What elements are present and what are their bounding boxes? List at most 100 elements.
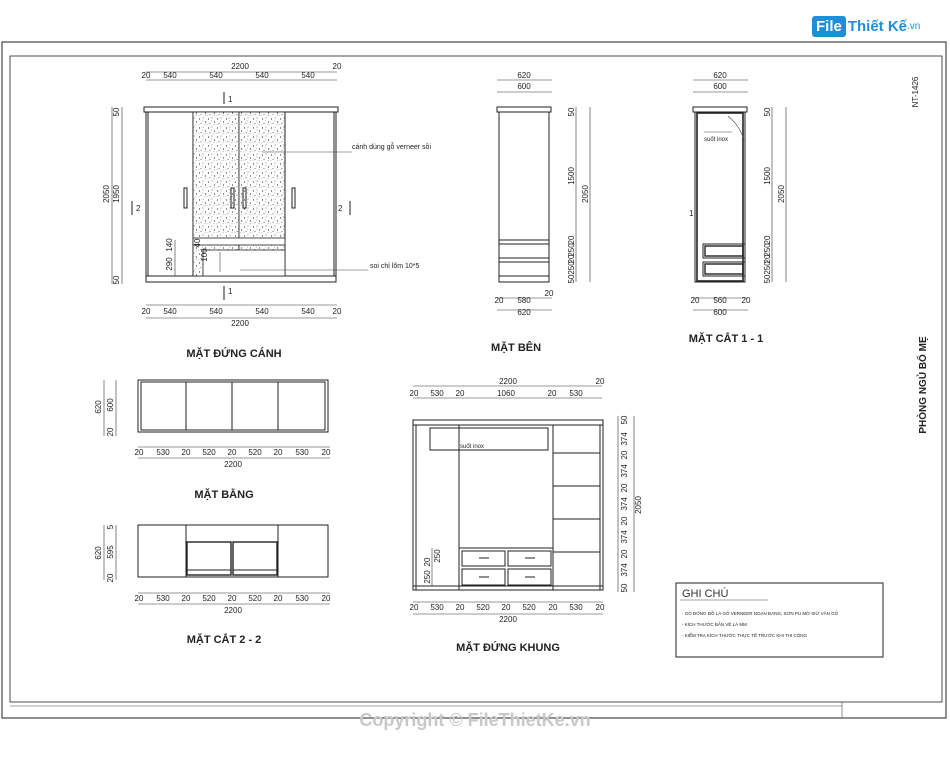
frame-right-dim: 20: [620, 516, 629, 525]
front-bottom-total: 2200: [231, 319, 249, 328]
front-bottom-seg: 20: [333, 307, 342, 316]
side-right-dim: 20: [567, 235, 576, 244]
frame-top-seg: 20: [548, 389, 557, 398]
notes-item: - GỖ ĐÓNG ĐỒ LÀ GỖ VERNEER NOẠN ĐANG, SƠ…: [682, 610, 839, 616]
front-view: 2200 20 540 540 540 540 20 1 1 2 2: [102, 62, 431, 360]
front-bottom-seg: 540: [301, 307, 315, 316]
plan-left-dim: 20: [106, 427, 115, 436]
front-bottom-seg: 540: [163, 307, 177, 316]
frame-title: MẶT ĐỨNG KHUNG: [456, 641, 560, 654]
front-section-mark-2: 2: [338, 204, 343, 213]
sheet-code: NT-1426: [911, 76, 920, 107]
side-right-dim: 50: [567, 274, 576, 283]
frame-right-dim: 374: [620, 497, 629, 511]
plan-bottom-seg: 20: [274, 448, 283, 457]
plan-bottom-seg: 520: [248, 448, 262, 457]
front-top-seg: 540: [163, 71, 177, 80]
s22-title: MẶT CẮT 2 - 2: [187, 633, 262, 646]
side-view: 620 600 50 1500 2050 20 250 20 250 50 20…: [491, 71, 591, 354]
side-right-dim: 1500: [567, 167, 576, 185]
notes-item: - KÍCH THƯỚC BẢN VẼ LÀ MM: [682, 621, 747, 627]
logo-box: File: [812, 15, 846, 37]
s11-bottom-dim: 600: [713, 308, 727, 317]
s22-bottom-total: 2200: [224, 606, 242, 615]
front-section-mark-2: 2: [136, 204, 141, 213]
s22-bottom-seg: 520: [248, 594, 262, 603]
frame-bottom-seg: 520: [522, 603, 536, 612]
plan-bottom-seg: 520: [202, 448, 216, 457]
side-bottom-dim: 580: [517, 296, 531, 305]
s11-right-dim: 250: [763, 261, 772, 275]
frame-right-dim: 374: [620, 432, 629, 446]
plan-bottom-seg: 20: [322, 448, 331, 457]
frame-left-dim: 250: [433, 549, 442, 563]
front-left-dim: 1950: [112, 185, 121, 203]
front-bottom-seg: 540: [209, 307, 223, 316]
site-logo: File Thiết Kế .vn: [812, 12, 920, 40]
frame-bottom-seg: 20: [456, 603, 465, 612]
notes-heading: GHI CHÚ: [682, 587, 729, 600]
frame-bottom-seg: 20: [410, 603, 419, 612]
frame-top-seg: 1060: [497, 389, 515, 398]
s22-bottom-seg: 20: [322, 594, 331, 603]
plan-title: MẶT BẰNG: [194, 488, 253, 501]
s11-right-dim: 50: [763, 274, 772, 283]
frame-right-dim: 50: [620, 415, 629, 424]
front-left-dim: 50: [112, 107, 121, 116]
front-bottom-seg: 540: [255, 307, 269, 316]
frame-bottom-seg: 20: [502, 603, 511, 612]
copyright-watermark: Copyright © FileThietKe.vn: [359, 710, 591, 730]
front-title: MẶT ĐỨNG CÁNH: [186, 347, 281, 360]
s11-bottom-dim: 20: [691, 296, 700, 305]
frame-right-dim: 20: [620, 549, 629, 558]
front-top-seg: 540: [209, 71, 223, 80]
callout-door-material: cánh dùng gỗ verneer sồi: [352, 142, 431, 151]
s22-bottom-seg: 20: [228, 594, 237, 603]
front-top-total: 2200: [231, 62, 249, 71]
s11-right-dim: 20: [763, 254, 772, 263]
plan-view: 620 600 20 20 530 20 520 20 520 20 530 2…: [94, 379, 331, 501]
s22-bottom-seg: 20: [135, 594, 144, 603]
s11-bottom-dim: 20: [742, 296, 751, 305]
frame-bottom-seg: 20: [596, 603, 605, 612]
outer-border: [1, 41, 947, 719]
s22-left-dim: 20: [106, 573, 115, 582]
front-inner-dim: 140: [165, 238, 174, 252]
plan-left-dim: 620: [94, 400, 103, 414]
s22-bottom-seg: 530: [156, 594, 170, 603]
side-top-dim: 620: [517, 71, 531, 80]
s11-right-dim: 1500: [763, 167, 772, 185]
logo-text: Thiết Kế: [847, 17, 908, 35]
front-inner-dim: 100: [200, 248, 209, 262]
front-top-seg: 20: [142, 71, 151, 80]
side-right-dim: 20: [567, 254, 576, 263]
frame-top-total: 2200: [499, 377, 517, 386]
s11-right-dim: 250: [763, 243, 772, 257]
plan-left-dim: 600: [106, 398, 115, 412]
side-title: MẶT BÊN: [491, 341, 541, 354]
s11-right-dim: 20: [763, 235, 772, 244]
frame-top-seg: 20: [596, 377, 605, 386]
side-bottom-dim: 20: [545, 289, 554, 298]
frame-left-dim: 250: [423, 570, 432, 584]
frame-top-seg: 20: [456, 389, 465, 398]
s11-top-dim: 620: [713, 71, 727, 80]
frame-bottom-seg: 20: [549, 603, 558, 612]
side-right-dim: 50: [567, 107, 576, 116]
frame-right-dim: 20: [620, 483, 629, 492]
front-section-mark: 1: [228, 287, 233, 296]
s11-bottom-dim: 560: [713, 296, 727, 305]
s11-title: MẶT CẮT 1 - 1: [689, 332, 764, 345]
side-bottom-dim: 620: [517, 308, 531, 317]
logo-suffix: .vn: [907, 20, 921, 32]
front-inner-dim: 290: [165, 257, 174, 271]
front-top-seg: 540: [255, 71, 269, 80]
front-top-seg: 540: [301, 71, 315, 80]
front-top-seg: 20: [333, 62, 342, 71]
frame-right-dim: 374: [620, 464, 629, 478]
plan-bottom-seg: 530: [156, 448, 170, 457]
frame-top-seg: 530: [569, 389, 583, 398]
frame-view: 2200 20 530 20 1060 20 530 20 suốt inox …: [410, 377, 643, 654]
notes-item: - KIỂM TRA KÍCH THƯỚC THỰC TẾ TRƯỚC KHI …: [682, 632, 808, 638]
